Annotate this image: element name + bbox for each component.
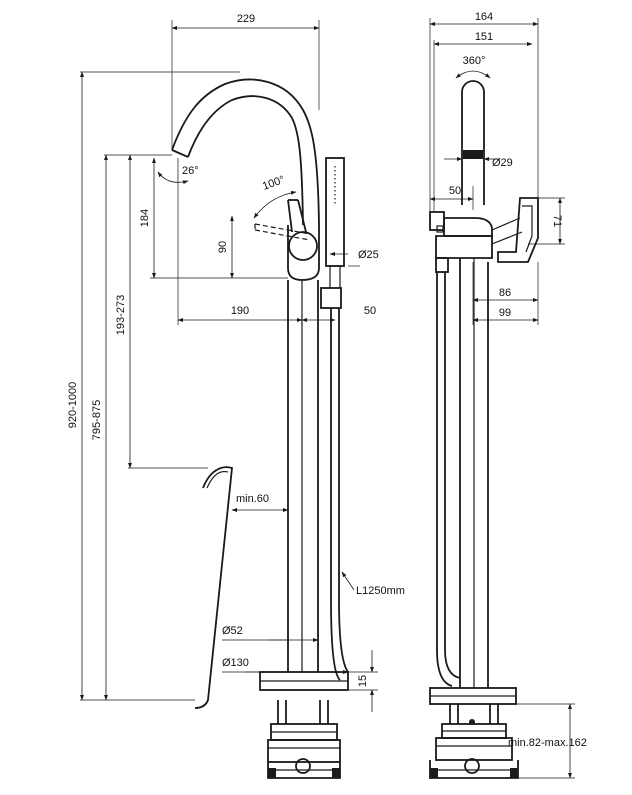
side-spout <box>461 80 485 205</box>
dim-920-1000: 920-1000 <box>67 382 79 429</box>
side-base-plate <box>429 687 517 705</box>
side-dimension-lines <box>429 22 572 779</box>
dim-min82-max162: min.82-max.162 <box>508 737 587 749</box>
mounting-kit-side <box>429 704 519 779</box>
dim-190: 190 <box>231 305 249 317</box>
dim-71: 71 <box>551 215 563 227</box>
base-plate <box>259 671 349 691</box>
dim-diameter-130: Ø130 <box>222 657 249 669</box>
dim-100-degrees: 100° <box>261 174 286 193</box>
column <box>287 280 319 672</box>
dim-26-degrees: 26° <box>182 165 199 177</box>
front-dimension-labels: 229 26° 100° 184 90 Ø25 190 50 920-1000 … <box>67 13 405 687</box>
dim-hose-length: L1250mm <box>356 585 405 597</box>
spout <box>171 78 320 226</box>
dim-50-front: 50 <box>364 305 376 317</box>
dim-229: 229 <box>237 13 255 25</box>
dim-360-degrees: 360° <box>463 55 486 67</box>
dim-151: 151 <box>475 31 493 43</box>
front-view: 229 26° 100° 184 90 Ø25 190 50 920-1000 … <box>67 13 405 779</box>
dim-86: 86 <box>499 287 511 299</box>
side-extension-lines <box>429 18 575 779</box>
dim-50-side: 50 <box>449 185 461 197</box>
front-dimension-lines <box>80 26 374 712</box>
dim-diameter-52: Ø52 <box>222 625 243 637</box>
dim-795-875: 795-875 <box>91 400 103 440</box>
shower-hose <box>330 308 349 681</box>
dim-184: 184 <box>139 209 151 227</box>
dim-15: 15 <box>357 675 369 687</box>
bathtub-edge <box>194 466 233 709</box>
dim-90: 90 <box>217 241 229 253</box>
side-dimension-labels: 164 151 360° Ø29 50 71 86 99 min.82-max.… <box>449 11 587 749</box>
dim-99: 99 <box>499 307 511 319</box>
dim-164: 164 <box>475 11 493 23</box>
side-body <box>429 197 539 273</box>
mounting-kit-front <box>267 700 341 779</box>
dim-diameter-25: Ø25 <box>358 249 379 261</box>
side-view: 164 151 360° Ø29 50 71 86 99 min.82-max.… <box>429 11 587 779</box>
dim-diameter-29: Ø29 <box>492 157 513 169</box>
dim-193-273: 193-273 <box>115 295 127 335</box>
front-extension-lines <box>80 20 378 701</box>
side-column <box>459 258 489 688</box>
hand-shower <box>320 157 345 309</box>
side-hose <box>436 272 461 687</box>
dim-min-60: min.60 <box>236 493 269 505</box>
